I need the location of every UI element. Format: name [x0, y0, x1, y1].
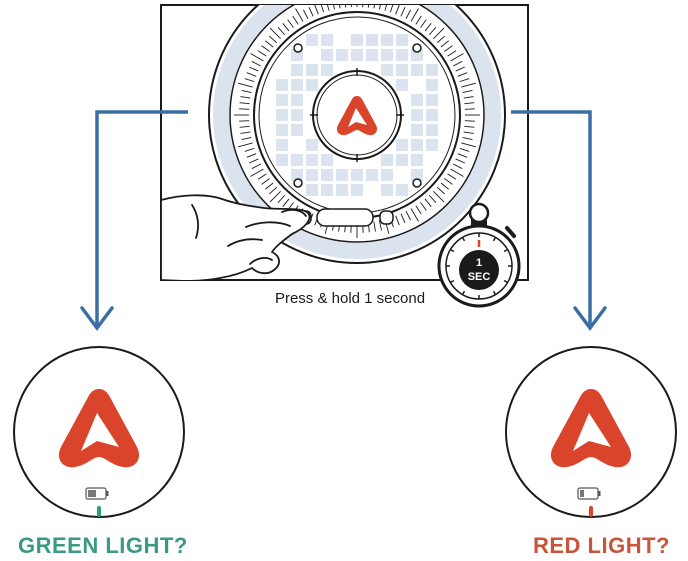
red-light-label: RED LIGHT?	[533, 533, 670, 558]
device-vent-ticks	[234, 5, 480, 238]
timer-unit: SEC	[468, 271, 491, 283]
brand-logo-icon	[58, 389, 140, 468]
result-red-device	[505, 346, 677, 518]
status-led	[97, 506, 101, 517]
speaker-pad-grid	[276, 34, 438, 196]
screw-holes	[293, 43, 422, 188]
brand-logo-icon	[550, 389, 632, 468]
arrow-to-red	[511, 110, 607, 331]
instruction-caption: Press & hold 1 second	[274, 290, 426, 307]
status-led	[589, 506, 593, 517]
pairing-button[interactable]	[316, 208, 374, 227]
device-ring	[213, 5, 501, 259]
timer-number: 1	[476, 257, 482, 269]
hand-pressing	[161, 194, 311, 280]
battery-icon	[85, 487, 109, 500]
device-illustration-panel	[160, 4, 529, 281]
stopwatch-icon: 1 SEC	[437, 202, 521, 308]
green-light-label: GREEN LIGHT?	[18, 533, 188, 558]
result-green-device	[13, 346, 185, 518]
arrow-to-green	[80, 110, 188, 331]
battery-icon	[577, 487, 601, 500]
brand-logo-icon	[336, 96, 378, 136]
